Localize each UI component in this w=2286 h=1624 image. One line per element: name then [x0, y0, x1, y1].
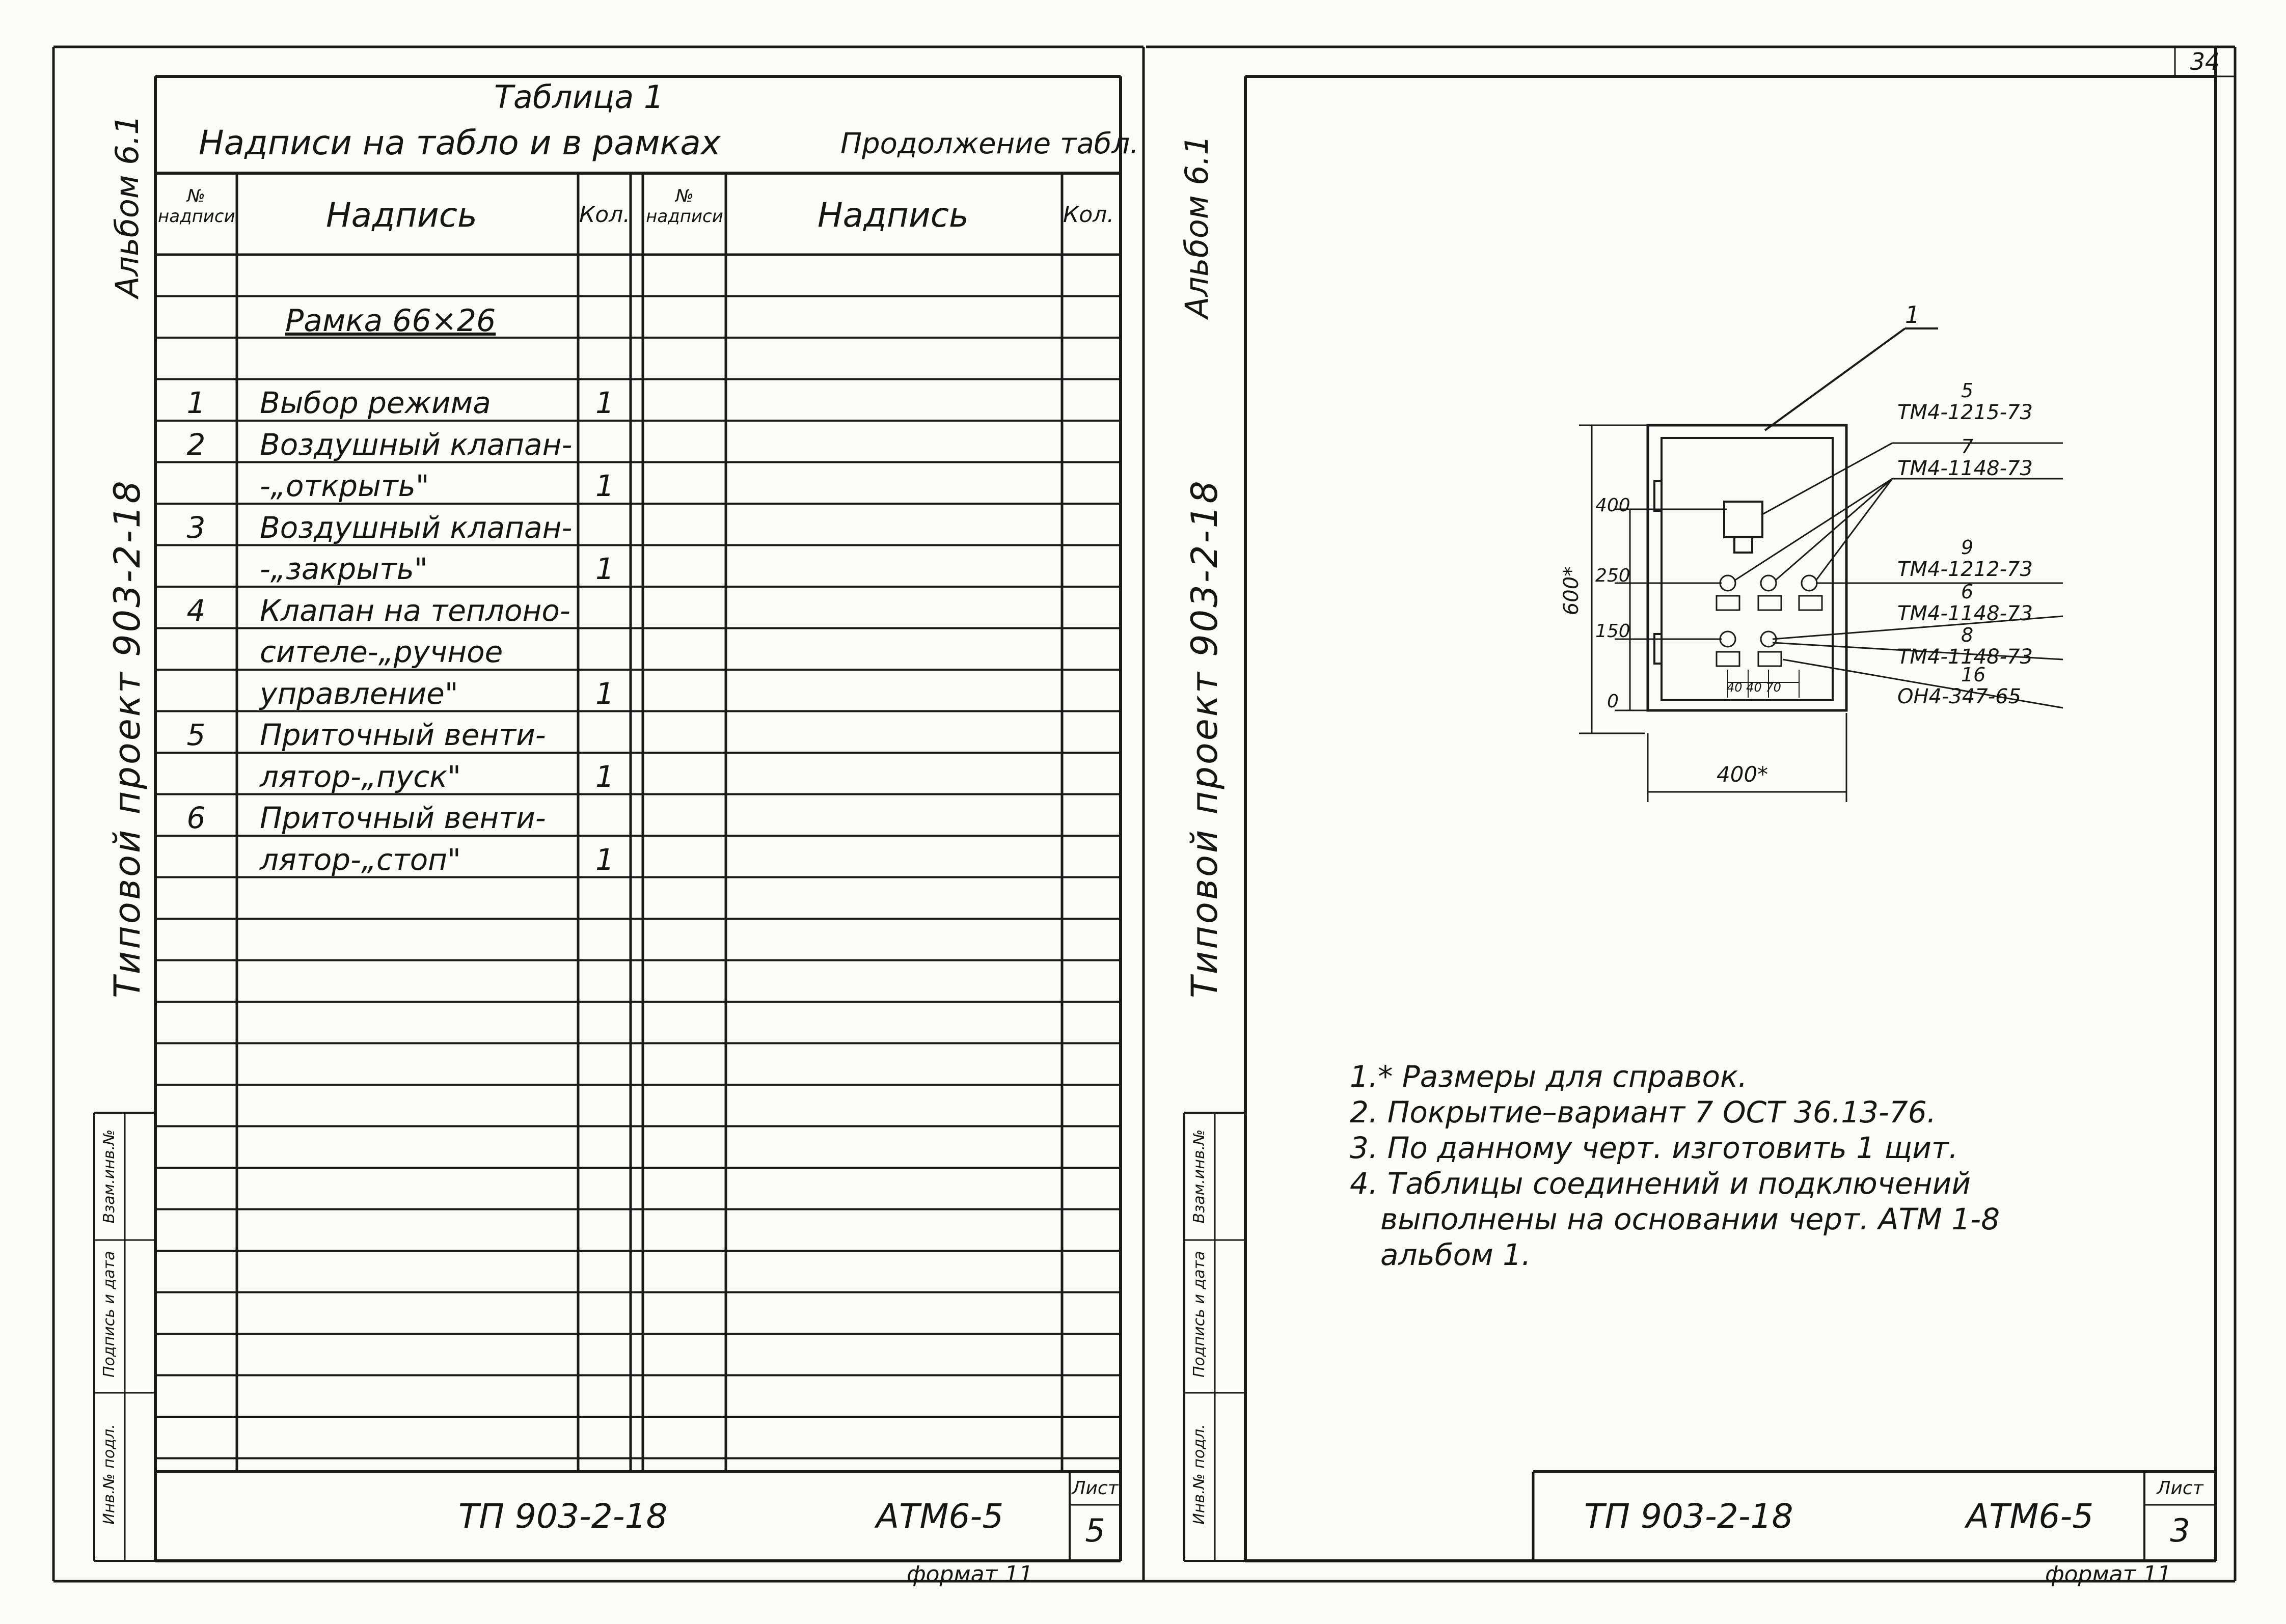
row-qty: 1	[595, 552, 614, 586]
title-code-right: ТП 903-2-18	[1584, 1497, 1793, 1536]
format-right: формат 11	[2045, 1561, 2172, 1587]
side-label-project-right: Типовой проект 903-2-18	[1184, 479, 1226, 998]
row-number: 6	[186, 801, 206, 835]
callout-reference: ОН4-347-65	[1897, 685, 2022, 708]
callout-reference: ТМ4-1148-73	[1897, 457, 2033, 480]
callout-reference: ТМ4-1148-73	[1897, 602, 2033, 625]
callout-position: 16	[1961, 664, 1986, 686]
header-qty-right: Кол.	[1063, 202, 1114, 228]
stamp-replace-left: Взам.инв.№	[100, 1129, 118, 1224]
stamp-signature-right: Подпись и дата	[1190, 1251, 1208, 1378]
row-qty: 1	[595, 469, 614, 503]
row-qty: 1	[595, 386, 614, 420]
row-text: Приточный венти-	[260, 801, 546, 835]
level-0: 0	[1607, 691, 1619, 712]
row-qty: 1	[595, 676, 614, 711]
callout-position: 5	[1961, 379, 1974, 402]
sheet-label-right: Лист	[2157, 1478, 2203, 1499]
corner-number: 34	[2190, 48, 2220, 75]
row-text: Приточный венти-	[260, 718, 546, 752]
stamp-inventory-right: Инв.№ подл.	[1190, 1424, 1208, 1525]
level-150: 150	[1595, 621, 1630, 642]
table-continuation: Продолжение табл.	[840, 127, 1139, 160]
row-qty: 1	[595, 842, 614, 877]
row-number: 2	[186, 427, 206, 462]
header-label-left: Надпись	[326, 196, 477, 235]
callout-position: 9	[1961, 536, 1974, 559]
header-label-right: Надпись	[818, 196, 969, 235]
row-text: лятор-„пуск"	[260, 759, 461, 794]
row-number: 4	[186, 593, 206, 628]
side-label-project: Типовой проект 903-2-18	[106, 479, 148, 998]
row-number: 3	[186, 510, 206, 545]
format-left: формат 11	[907, 1561, 1033, 1587]
level-250: 250	[1595, 565, 1630, 586]
stamp-replace-right: Взам.инв.№	[1190, 1129, 1208, 1224]
callout-position: 6	[1961, 581, 1974, 603]
row-text: Клапан на теплоно-	[260, 593, 570, 628]
sheet-number-right: 3	[2170, 1512, 2190, 1549]
row-text: -„закрыть"	[260, 552, 428, 586]
row-number: 1	[186, 386, 206, 420]
note-line: 3. По данному черт. изготовить 1 щит.	[1350, 1131, 1958, 1165]
callout-reference: ТМ4-1148-73	[1897, 645, 2033, 669]
level-400: 400	[1595, 495, 1630, 516]
row-text: Воздушный клапан-	[260, 427, 573, 462]
stamp-inventory-left: Инв.№ подл.	[100, 1424, 118, 1525]
row-text: сителе-„ручное	[260, 635, 503, 669]
note-line: 2. Покрытие–вариант 7 ОСТ 36.13-76.	[1350, 1095, 1937, 1130]
callout-position: 7	[1961, 435, 1974, 458]
dim-horizontal-total: 400*	[1717, 762, 1768, 787]
note-line: 4. Таблицы соединений и подключений	[1350, 1166, 1971, 1201]
row-text: -„открыть"	[260, 469, 429, 503]
side-label-album: Альбом 6.1	[108, 115, 146, 298]
callout-reference: ТМ4-1215-73	[1897, 401, 2033, 424]
row-text: Выбор режима	[260, 386, 491, 420]
sheet-label-left: Лист	[1072, 1478, 1119, 1499]
callout-reference: ТМ4-1212-73	[1897, 558, 2033, 581]
title-doc-right: АТМ6-5	[1966, 1497, 2094, 1536]
title-code-left: ТП 903-2-18	[458, 1497, 668, 1536]
inner-dims: 40 40 70	[1727, 680, 1781, 695]
note-line: альбом 1.	[1380, 1237, 1531, 1272]
dim-vertical-total: 600*	[1560, 566, 1583, 616]
note-line: выполнены на основании черт. АТМ 1-8	[1380, 1202, 2000, 1236]
table-subtitle: Надписи на табло и в рамках	[199, 123, 721, 162]
row-number: 5	[186, 718, 206, 752]
row-qty: 1	[595, 759, 614, 794]
callout-main: 1	[1905, 301, 1920, 328]
stamp-signature-left: Подпись и дата	[100, 1251, 118, 1378]
side-label-album-right: Альбом 6.1	[1178, 135, 1215, 318]
frame-caption: Рамка 66×26	[285, 303, 496, 339]
row-text: лятор-„стоп"	[260, 842, 461, 877]
callout-position: 8	[1961, 624, 1974, 646]
table-title: Таблица 1	[494, 78, 664, 116]
header-qty-left: Кол.	[579, 202, 631, 228]
row-text: управление"	[260, 676, 458, 711]
sheet-number-left: 5	[1085, 1512, 1105, 1549]
header-number-right: № надписи	[646, 186, 723, 227]
header-number-left: № надписи	[158, 186, 235, 227]
title-doc-left: АТМ6-5	[876, 1497, 1004, 1536]
row-text: Воздушный клапан-	[260, 510, 573, 545]
note-line: 1.* Размеры для справок.	[1350, 1059, 1748, 1094]
